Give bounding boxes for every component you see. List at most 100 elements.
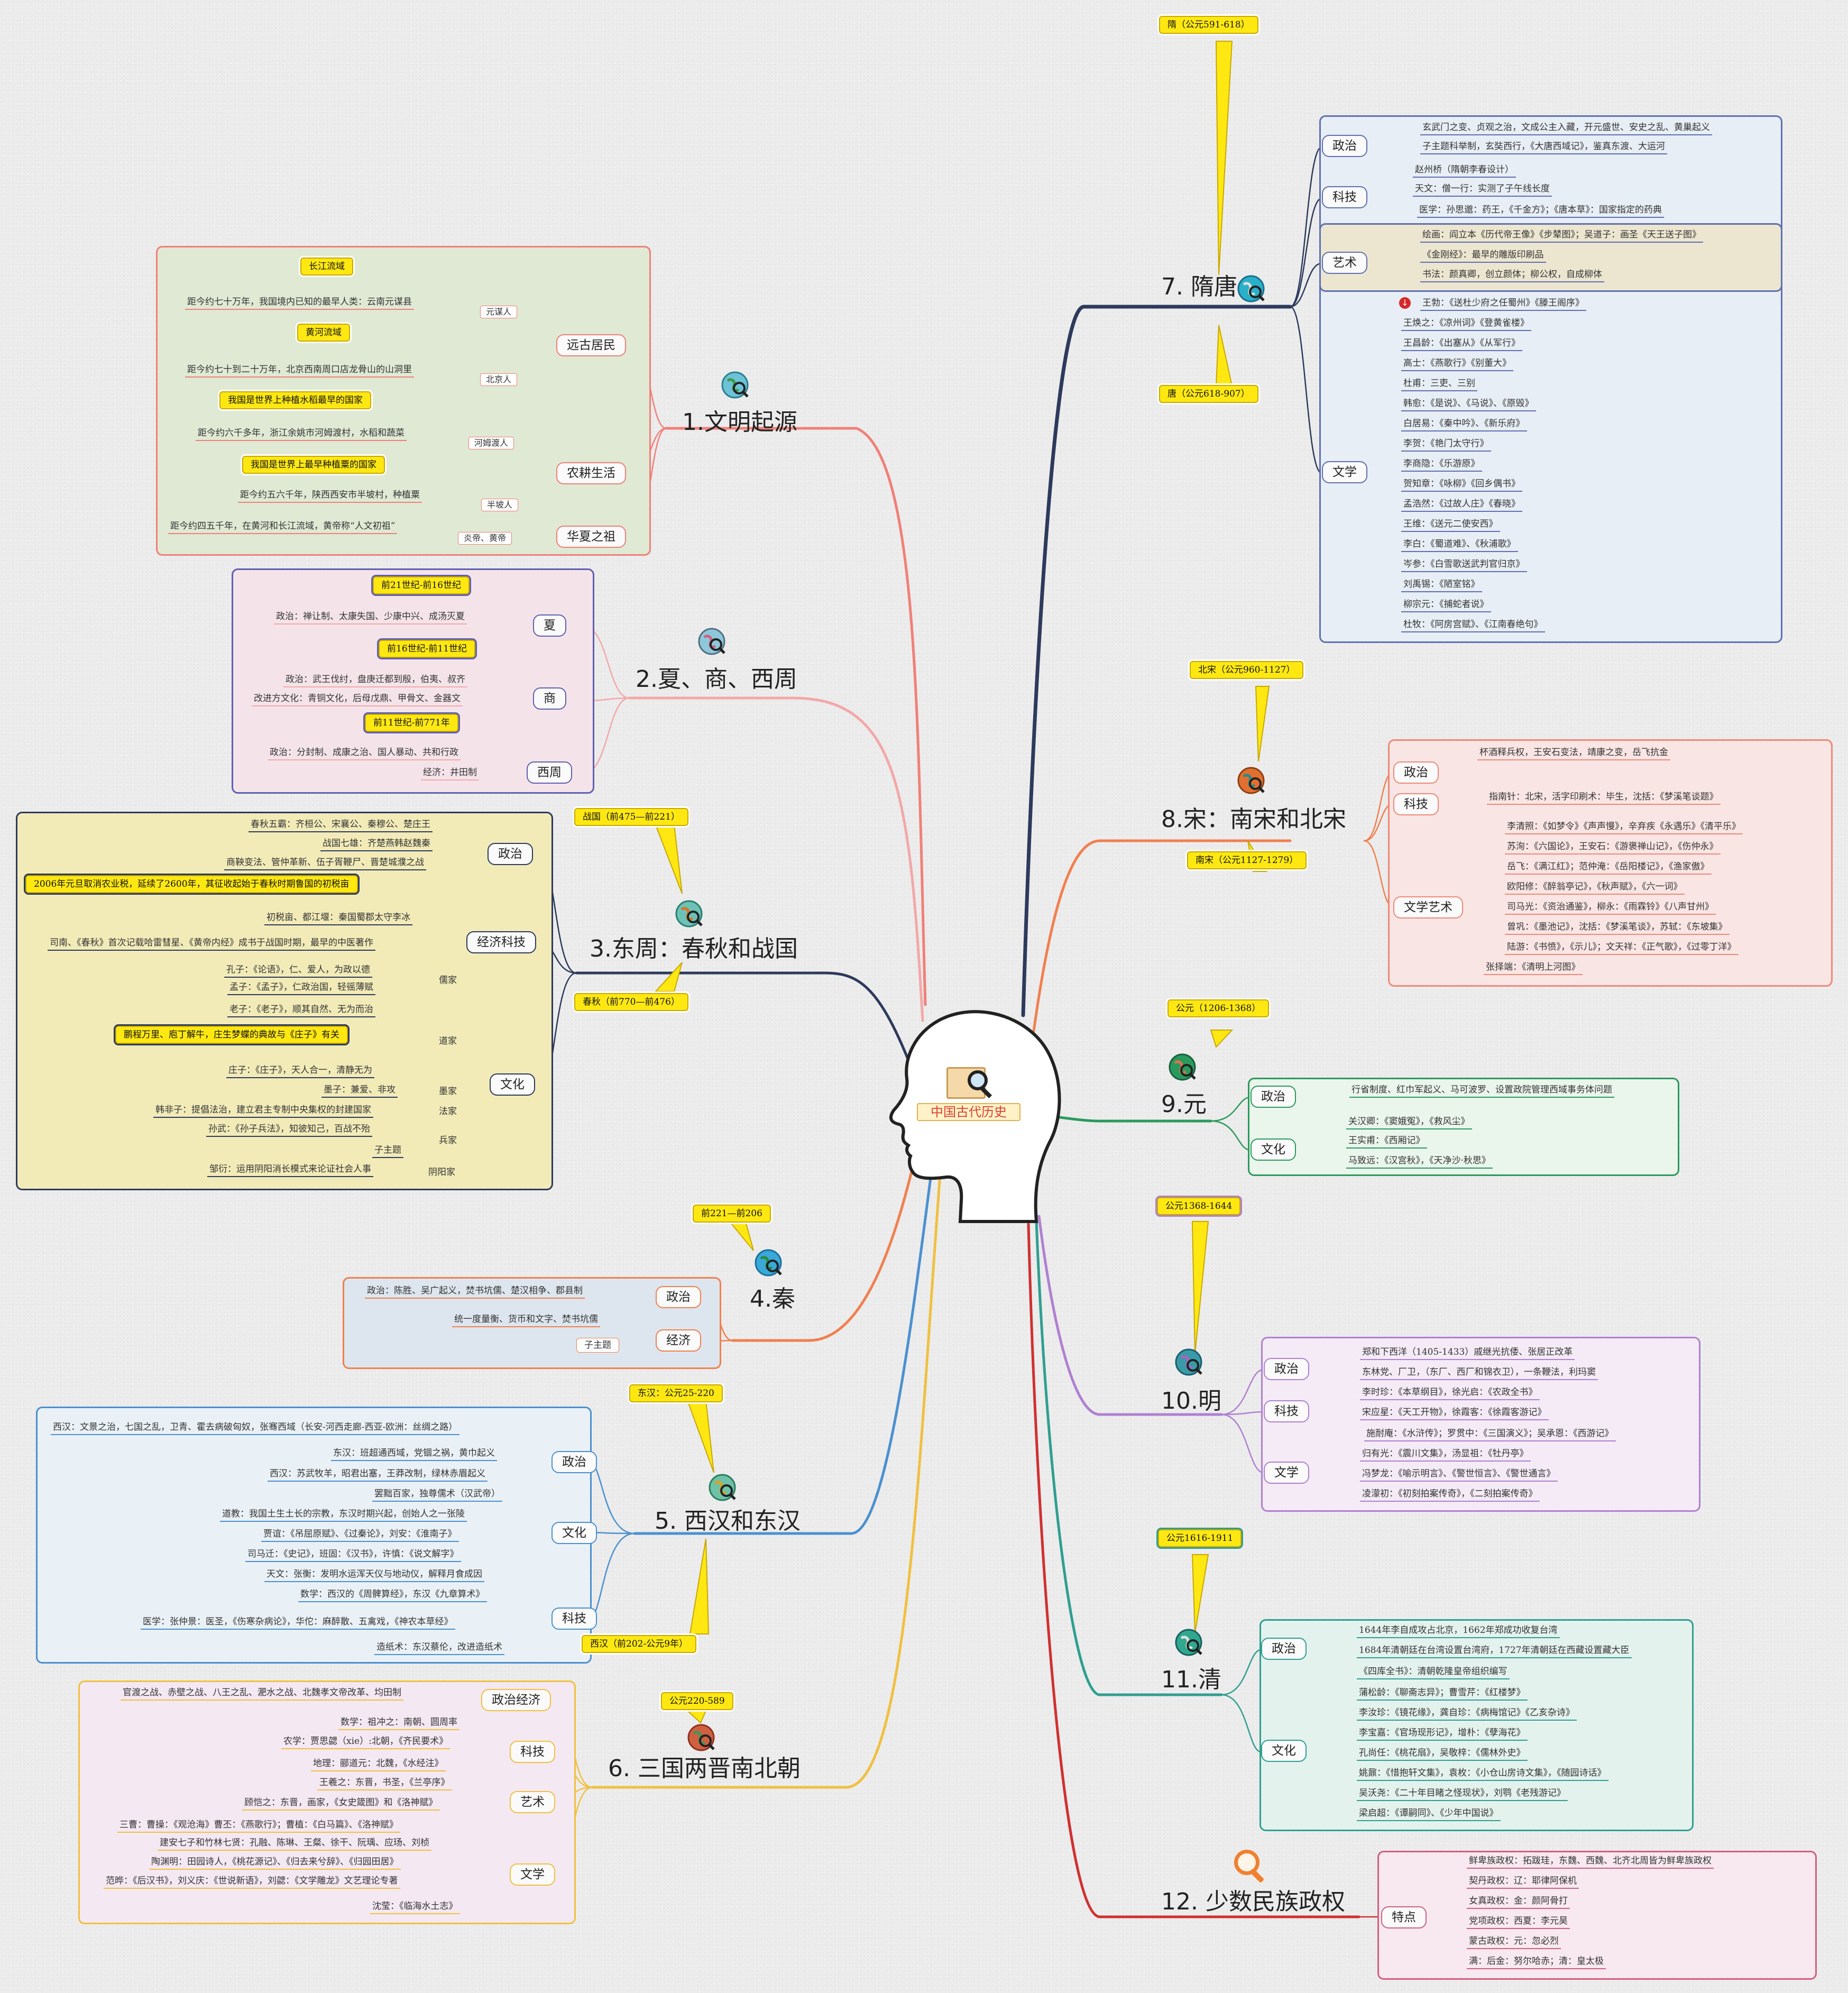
globe-icon (674, 899, 703, 927)
t2-sub-xizhou[interactable]: 西周 (527, 761, 572, 784)
t2-sub-xia[interactable]: 夏 (533, 614, 566, 637)
banpo-label: 半坡人 (481, 499, 519, 511)
t7-sub-tech[interactable]: 科技 (1322, 186, 1367, 208)
han-detail-4: 道教：我国土生土长的宗教，东汉时期兴起，创始人之一张陵 (220, 1508, 467, 1522)
topic3-title[interactable]: 3.东周：春秋和战国 (590, 935, 798, 962)
tang-poet-11: 孟浩然：《过故人庄》《春晓》 (1401, 498, 1522, 512)
t3-sub-politics[interactable]: 政治 (488, 843, 533, 865)
topic9-title[interactable]: 9.元 (1161, 1091, 1207, 1118)
t11-sub-culture[interactable]: 文化 (1261, 1740, 1307, 1762)
topic10-title[interactable]: 10.明 (1161, 1388, 1221, 1415)
pointer-tang (1215, 325, 1233, 387)
t4-sub-politics[interactable]: 政治 (656, 1286, 701, 1308)
t1-sub-nonggeng[interactable]: 农耕生活 (556, 462, 626, 484)
t7-sub-art[interactable]: 艺术 (1322, 252, 1367, 274)
han-detail-6: 司马迁：《史记》，班固：《汉书》，许慎：《说文解字》 (245, 1548, 461, 1562)
tang-poet-12: 王维：《送元二使安西》 (1401, 518, 1500, 532)
han-detail-10: 造纸术：东汉蔡伦，改进造纸术 (374, 1641, 504, 1655)
sui-tech-3: 医学：孙思邈：药王，《千金方》；《唐本草》：国家指定的药典 (1417, 204, 1664, 218)
t10-sub-politics[interactable]: 政治 (1264, 1358, 1309, 1380)
note-rice: 我国是世界上种植水稻最早的国家 (219, 391, 371, 409)
t2-sub-shang[interactable]: 商 (533, 687, 566, 710)
topic2-title[interactable]: 2.夏、商、西周 (636, 666, 797, 693)
note-3k: 公元220-589 (661, 1692, 733, 1710)
3k-detail-8: 建安七子和竹林七贤：孔融、陈琳、王粲、徐干、阮瑀、应玚、刘桢 (158, 1837, 431, 1851)
t7-sub-lit[interactable]: 文学 (1322, 461, 1367, 483)
qing-pol-3: 《四库全书》：清朝乾隆皇帝组织编写 (1357, 1666, 1510, 1679)
topic1-title[interactable]: 1.文明起源 (682, 409, 797, 436)
t5-sub-tech[interactable]: 科技 (551, 1608, 597, 1630)
pointer-sui (1215, 41, 1233, 275)
globe-icon (1236, 766, 1265, 794)
t6-sub-lit[interactable]: 文学 (510, 1863, 555, 1886)
topic12-title[interactable]: 12. 少数民族政权 (1161, 1888, 1345, 1915)
zhou-detail-1: 政治：分封制、成康之治、国人暴动、共和行政 (268, 747, 461, 760)
pointer-zhanguo (655, 824, 683, 894)
topic12-panel (1377, 1851, 1817, 1980)
ming-pol-2: 东林党、厂卫，（东厂、西厂和锦衣卫），一条鞭法，利玛窦 (1360, 1366, 1598, 1380)
t6-sub-pe[interactable]: 政治经济 (481, 1689, 551, 1711)
beijing-label: 北京人 (480, 373, 518, 386)
song-lit-4: 欧阳修：《醉翁亭记》，《秋声赋》，《六一词》 (1505, 881, 1685, 895)
note-chunqiu: 春秋（前770—前476） (574, 993, 688, 1011)
t1-sub-huaxia[interactable]: 华夏之祖 (556, 526, 626, 548)
yuanmou-detail: 距今约七十万年，我国境内已知的最早人类：云南元谋县 (185, 296, 414, 310)
t5-sub-culture[interactable]: 文化 (551, 1522, 597, 1544)
t8-sub-tech[interactable]: 科技 (1393, 793, 1439, 815)
school-fa: 法家 (439, 1106, 457, 1117)
wh-7: 孙武：《孙子兵法》，知彼知己，百战不殆 (206, 1123, 372, 1137)
t1-sub-yuangu[interactable]: 远古居民 (556, 334, 626, 356)
han-detail-8: 数学：西汉的《周髀算经》，东汉《九章算术》 (298, 1588, 487, 1602)
topic11-title[interactable]: 11.清 (1161, 1666, 1221, 1693)
t12-sub-trait[interactable]: 特点 (1381, 1906, 1427, 1928)
topic8-title[interactable]: 8.宋：南宋和北宋 (1161, 806, 1346, 833)
qing-pol-1: 1644年李自成攻占北京，1662年郑成功收复台湾 (1357, 1624, 1560, 1638)
3k-detail-5: 王羲之：东晋，书圣，《兰亭序》 (317, 1777, 452, 1790)
t3-sub-economy[interactable]: 经济科技 (466, 931, 536, 953)
t10-sub-tech[interactable]: 科技 (1264, 1400, 1309, 1422)
3k-detail-9: 陶渊明：田园诗人，《桃花源记》、《归去来兮辞》、《归园田居》 (149, 1856, 401, 1870)
3k-detail-4: 地理：郦道元：北魏，《水经注》 (311, 1758, 446, 1771)
beijing-detail: 距今约七十到二十万年，北京西南周口店龙骨山的山洞里 (185, 364, 414, 378)
qing-cul-4: 孔尚任：《桃花扇》，吴敬梓：《儒林外史》 (1357, 1747, 1528, 1761)
qin-detail-2: 统一度量衡、货币和文字、焚书坑儒 (452, 1314, 600, 1327)
topic7-title[interactable]: 7. 隋唐 (1161, 273, 1237, 300)
t11-sub-politics[interactable]: 政治 (1261, 1638, 1307, 1660)
topic4-title[interactable]: 4.秦 (750, 1285, 795, 1312)
sui-art-3: 书法：颜真卿，创立颜体；柳公权，自成柳体 (1420, 269, 1604, 282)
topic11-panel (1259, 1619, 1694, 1831)
yuan-cul-3: 马致远：《汉宫秋》，《天净沙·秋思》 (1346, 1155, 1493, 1169)
minority-4: 党项政权：西夏：李元昊 (1467, 1915, 1570, 1929)
school-ru: 儒家 (439, 975, 457, 986)
shang-detail-2: 改进方文化：青铜文化，后母戊鼎、甲骨文、金器文 (252, 693, 463, 706)
central-node[interactable]: 中国古代历史 (878, 999, 1068, 1232)
topic6-title[interactable]: 6. 三国两晋南北朝 (608, 1755, 801, 1782)
t5-sub-politics[interactable]: 政治 (551, 1451, 597, 1473)
t9-sub-culture[interactable]: 文化 (1251, 1138, 1296, 1161)
t8-sub-politics[interactable]: 政治 (1393, 761, 1439, 784)
wh-2: 孟子：《孟子》，仁政治国，轻徭薄赋 (227, 981, 375, 995)
3k-detail-2: 数学：祖冲之：南朝、圆周率 (338, 1716, 459, 1730)
ming-lit-1: 施耐庵：《水浒传》；罗贯中：《三国演义》；吴承恩：《西游记》 (1364, 1428, 1616, 1441)
note-shang-date: 前16世纪-前11世纪 (379, 640, 476, 658)
tang-poet-14: 岑参：《白雪歌送武判官归京》 (1401, 558, 1527, 572)
t9-sub-politics[interactable]: 政治 (1251, 1086, 1296, 1108)
qing-pol-2: 1684年清朝廷在台湾设置台湾府，1727年清朝廷在西藏设置藏大臣 (1357, 1645, 1632, 1658)
globe-icon (1174, 1347, 1202, 1376)
pointer-3k (686, 1710, 707, 1724)
t6-sub-art[interactable]: 艺术 (510, 1791, 555, 1813)
t10-sub-lit[interactable]: 文学 (1264, 1462, 1309, 1484)
3k-detail-1: 官渡之战、赤壁之战、八王之乱、淝水之战、北魏孝文帝改革、均田制 (121, 1687, 403, 1701)
t3-sub-culture[interactable]: 文化 (490, 1073, 535, 1096)
t6-sub-tech[interactable]: 科技 (510, 1741, 555, 1763)
note-ming: 公元1368-1644 (1157, 1197, 1241, 1215)
topic5-title[interactable]: 5. 西汉和东汉 (655, 1508, 801, 1535)
xia-detail: 政治：禅让制、太康失国、少康中兴、成汤灭夏 (274, 611, 467, 624)
han-detail-7: 天文：张衡：发明水运浑天仪与地动仪，解释月食成因 (264, 1568, 484, 1582)
note-huanghe: 黄河流域 (297, 324, 350, 342)
t4-sub-economy[interactable]: 经济 (656, 1329, 701, 1352)
banpo-detail: 距今约五六千年，陕西西安市半坡村，种植粟 (238, 489, 422, 503)
t7-sub-politics[interactable]: 政治 (1322, 135, 1367, 157)
t8-sub-litart[interactable]: 文学艺术 (1393, 896, 1463, 919)
globe-icon (697, 627, 725, 655)
